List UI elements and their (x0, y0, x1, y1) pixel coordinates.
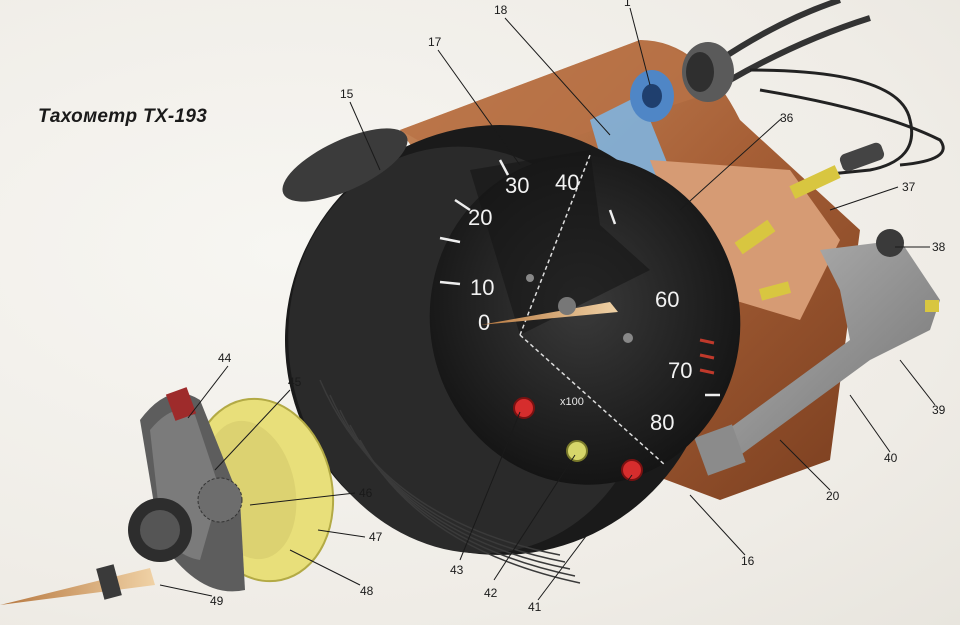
scale-mark-80: 80 (650, 410, 674, 435)
callout-44: 44 (218, 351, 232, 365)
ribbed-rim (319, 379, 581, 584)
callout-17: 17 (428, 35, 442, 49)
callout-1: 1 (624, 0, 631, 9)
scale-mark-60: 60 (655, 287, 679, 312)
scale-mark-20: 20 (468, 205, 492, 230)
callout-46: 46 (359, 486, 373, 500)
scale-mark-30: 30 (505, 173, 529, 198)
indicator-lamp-red-2 (621, 459, 643, 481)
callout-41: 41 (528, 600, 542, 614)
scale-mark-0: 0 (478, 310, 490, 335)
callout-45: 45 (288, 375, 302, 389)
callout-15: 15 (340, 87, 354, 101)
scale-mark-70: 70 (668, 358, 692, 383)
callout-leaders (159, 7, 936, 601)
callout-39: 39 (932, 403, 946, 417)
callout-47: 47 (369, 530, 383, 544)
callout-36: 36 (780, 111, 794, 125)
scale-mark-10: 10 (470, 275, 494, 300)
callout-42: 42 (484, 586, 498, 600)
dial-multiplier: x100 (560, 396, 584, 408)
callout-49: 49 (210, 594, 224, 608)
callout-43: 43 (450, 563, 464, 577)
callout-16: 16 (741, 554, 755, 568)
indicator-lamp-red-1 (513, 397, 535, 419)
pointer-needle (480, 302, 618, 325)
callout-37: 37 (902, 180, 916, 194)
scale-mark-40: 40 (555, 170, 579, 195)
callout-20: 20 (826, 489, 840, 503)
movement-assembly (0, 387, 335, 605)
mounting-bracket (694, 229, 940, 476)
callout-38: 38 (932, 240, 946, 254)
callout-40: 40 (884, 451, 898, 465)
callout-48: 48 (360, 584, 374, 598)
cable-assembly (682, 0, 945, 177)
dial-face: 0 10 20 30 40 60 70 80 x100 (429, 150, 741, 485)
diagram-title: Тахометр ТХ-193 (38, 106, 208, 127)
callout-labels: 15 17 18 1 36 37 38 39 40 20 16 41 42 43… (210, 0, 946, 614)
small-needle (0, 568, 155, 605)
indicator-lamp-yellow (566, 440, 588, 462)
callout-18: 18 (494, 3, 508, 17)
